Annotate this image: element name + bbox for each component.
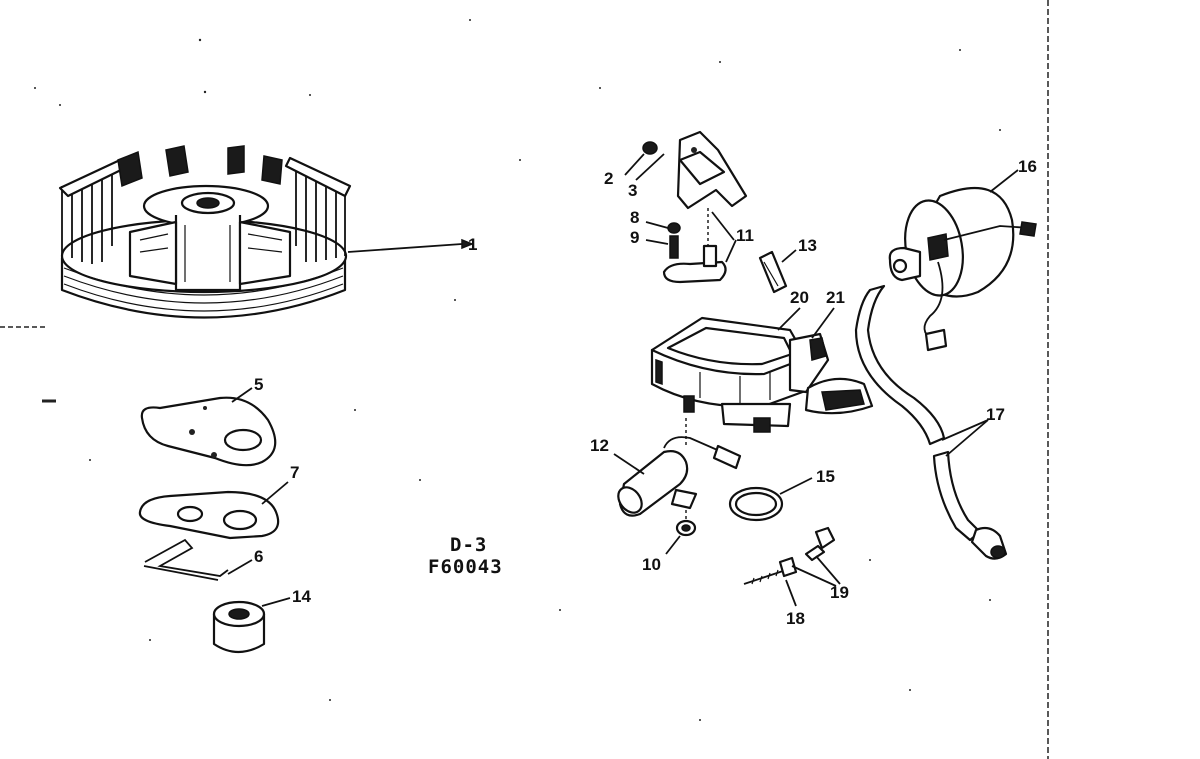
ignition-coil (888, 169, 1037, 352)
callout-20: 20 (790, 288, 809, 307)
callout-16: 16 (1018, 157, 1037, 176)
figure-code: D-3 (450, 534, 487, 556)
condenser (613, 418, 742, 517)
drawing-number: F60043 (428, 556, 503, 578)
contact-points (645, 211, 737, 284)
callout-8: 8 (630, 208, 639, 227)
gasket (138, 481, 289, 540)
gasket-plate (140, 387, 277, 467)
o-ring (728, 477, 813, 522)
callout-21: 21 (826, 288, 845, 307)
callout-7: 7 (290, 463, 299, 482)
scan-speckle (34, 19, 1001, 721)
callout-18: 18 (786, 609, 805, 628)
callout-17: 17 (986, 405, 1005, 424)
callout-9: 9 (630, 228, 639, 247)
callout-10: 10 (642, 555, 661, 574)
callout-5: 5 (254, 375, 263, 394)
stator-plate (650, 307, 874, 433)
bushing (212, 597, 291, 654)
callout-3: 3 (628, 181, 637, 200)
breaker-arm-assembly (624, 130, 748, 246)
callout-6: 6 (254, 547, 263, 566)
callout-15: 15 (816, 467, 835, 486)
callout-14: 14 (292, 587, 311, 606)
callout-2: 2 (604, 169, 613, 188)
callout-13: 13 (798, 236, 817, 255)
spark-plug-lead (854, 284, 1008, 560)
wire-clip (143, 538, 253, 581)
flywheel (58, 145, 475, 319)
callout-1: 1 (468, 235, 477, 254)
dust-cover (758, 249, 797, 294)
callout-labels: 1 2 3 5 6 7 8 9 10 11 12 13 14 15 16 17 … (254, 157, 1037, 628)
screw-and-clips (743, 526, 841, 607)
callout-11: 11 (736, 226, 754, 245)
callout-19: 19 (830, 583, 849, 602)
nut (665, 510, 697, 555)
callout-12: 12 (590, 436, 609, 455)
